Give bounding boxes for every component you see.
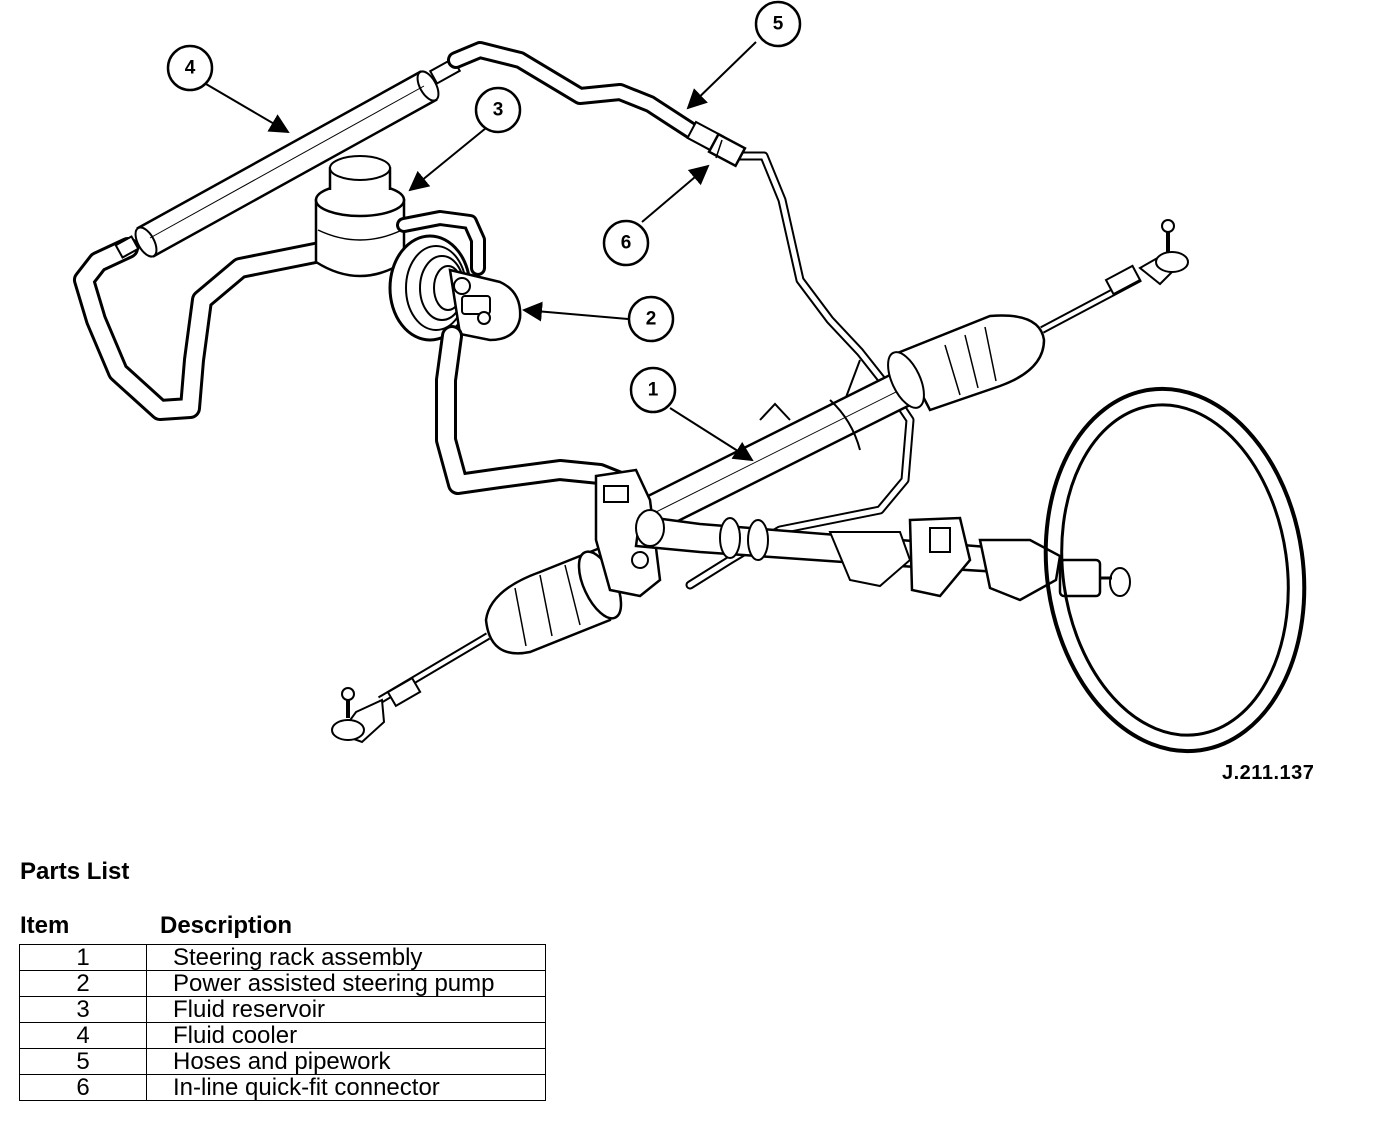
item-number: 3 (19, 996, 147, 1023)
callout-6-label: 6 (621, 233, 632, 254)
callout-5: 5 (754, 0, 802, 48)
item-number: 4 (19, 1022, 147, 1049)
inline-quick-fit-connector (686, 120, 747, 168)
table-row: 2 Power assisted steering pump (19, 970, 546, 997)
table-row: 4 Fluid cooler (19, 1022, 546, 1049)
table-row: 5 Hoses and pipework (19, 1048, 546, 1075)
item-description: Power assisted steering pump (146, 970, 546, 997)
description-column-header: Description (160, 912, 293, 939)
callout-2: 2 (627, 295, 675, 343)
steering-wheel (1043, 386, 1307, 754)
steering-column (634, 509, 1131, 602)
parts-list-table: 1 Steering rack assembly 2 Power assiste… (19, 944, 546, 1101)
callout-3-label: 3 (493, 100, 504, 121)
item-description: Hoses and pipework (146, 1048, 546, 1075)
item-description: Steering rack assembly (146, 944, 546, 971)
figure-reference-code: J.211.137 (1222, 762, 1315, 784)
pressure-hose (435, 325, 641, 497)
item-number: 6 (19, 1074, 147, 1101)
item-description: In-line quick-fit connector (146, 1074, 546, 1101)
table-row: 3 Fluid reservoir (19, 996, 546, 1023)
item-description: Fluid reservoir (146, 996, 546, 1023)
callout-1-label: 1 (648, 380, 659, 401)
item-column-header: Item (20, 912, 70, 939)
cooler-return-hose (73, 237, 331, 421)
item-number: 5 (19, 1048, 147, 1075)
callout-5-label: 5 (773, 14, 784, 35)
callout-4-label: 4 (185, 58, 196, 79)
fluid-cooler (114, 57, 462, 259)
steering-rack-assembly (331, 219, 1189, 744)
callout-leaders (205, 41, 757, 462)
callout-1: 1 (629, 366, 677, 414)
item-number: 1 (19, 944, 147, 971)
callout-4: 4 (166, 44, 214, 92)
table-row: 6 In-line quick-fit connector (19, 1074, 546, 1101)
steering-system-diagram: 1 2 3 4 5 6 (73, 0, 1307, 754)
callout-6: 6 (602, 219, 650, 267)
table-row: 1 Steering rack assembly (19, 944, 546, 971)
fluid-reservoir (314, 155, 486, 278)
item-description: Fluid cooler (146, 1022, 546, 1049)
power-steering-pump (388, 234, 522, 342)
item-number: 2 (19, 970, 147, 997)
callout-2-label: 2 (646, 309, 657, 330)
parts-list-title: Parts List (20, 858, 130, 885)
callout-3: 3 (474, 86, 522, 134)
